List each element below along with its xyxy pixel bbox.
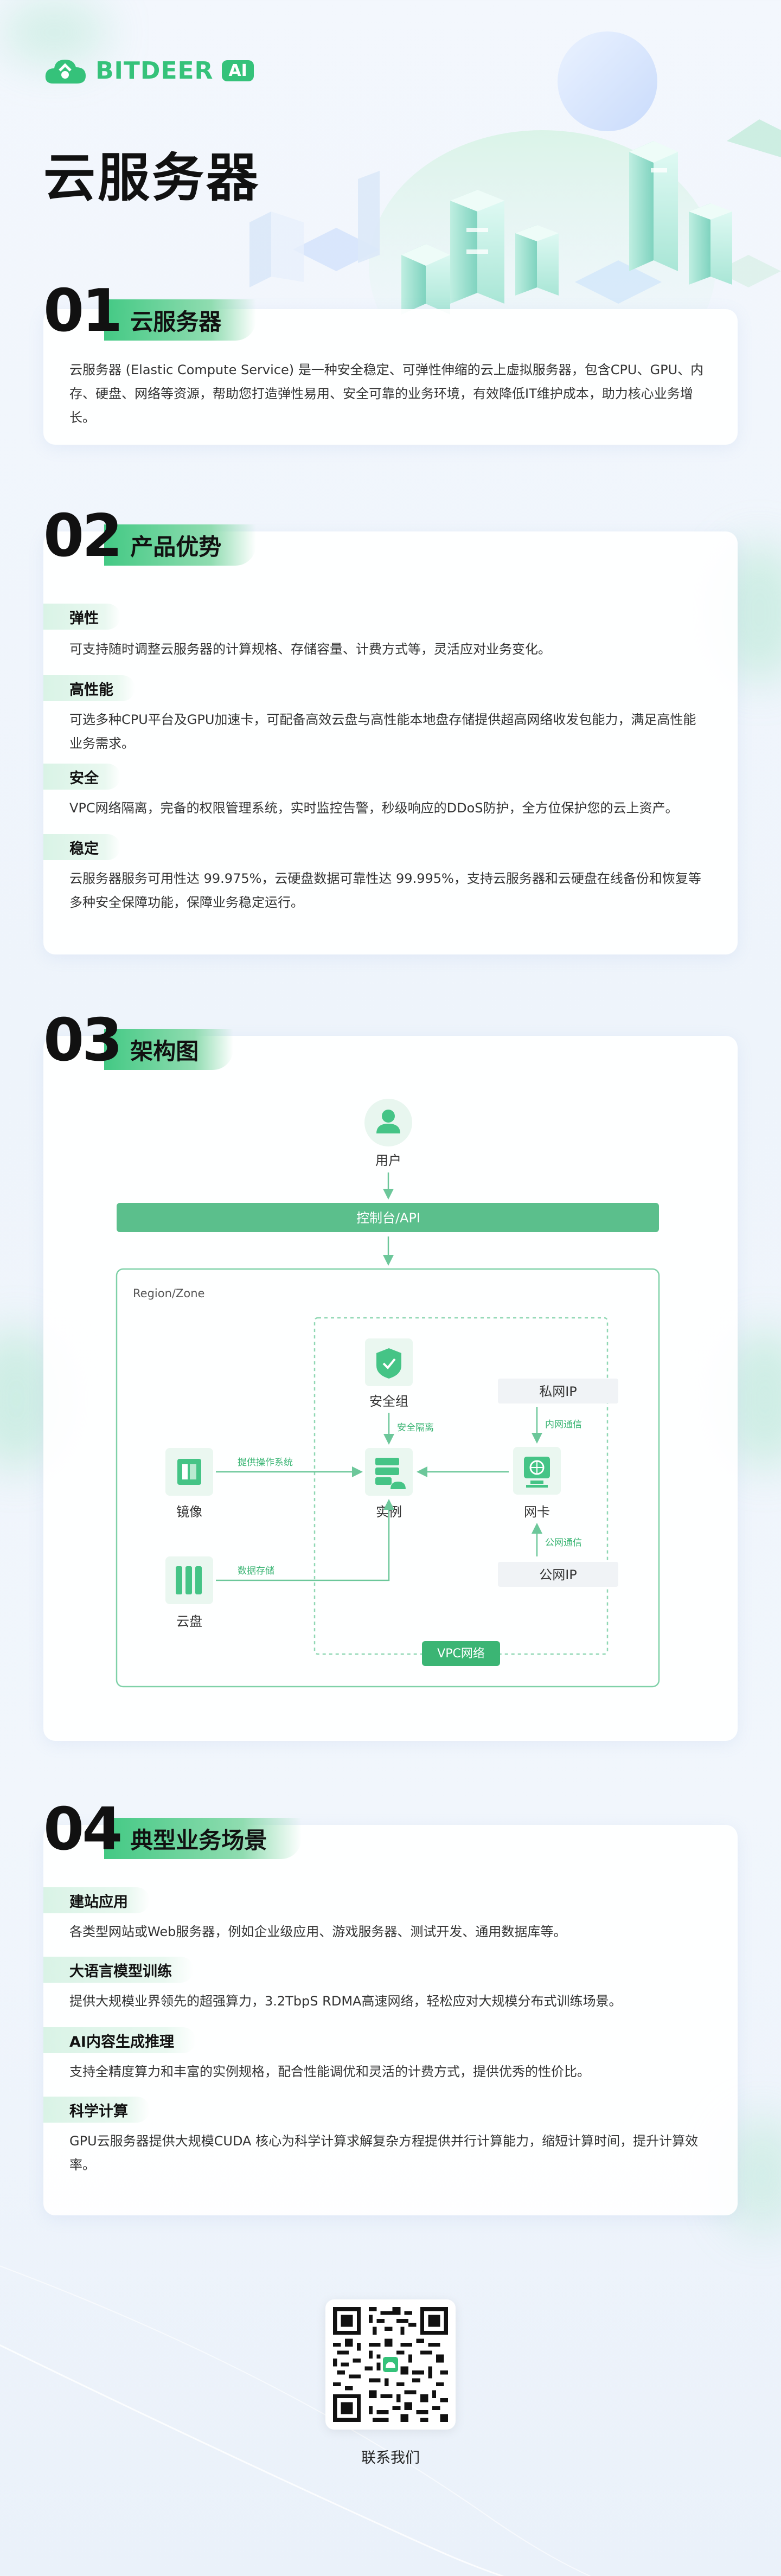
provide-os-label: 提供操作系统 [238, 1457, 293, 1468]
console-api-bar[interactable] [117, 1203, 659, 1232]
security-isolation-label: 安全隔离 [397, 1422, 434, 1433]
advantage-label: 弹性 [43, 604, 120, 630]
scenario-text: 支持全精度算力和丰富的实例规格，配合性能调优和灵活的计费方式，提供优秀的性价比。 [69, 2064, 590, 2079]
nic-label: 网卡 [524, 1504, 550, 1520]
card-architecture [43, 1036, 738, 1741]
public-ip-box [498, 1562, 618, 1587]
scenario-text: 提供大规模业界领先的超强算力，3.2TbpS RDMA高速网络，轻松应对大规模分… [69, 1994, 622, 2009]
data-storage-label: 数据存储 [238, 1566, 274, 1577]
scenario-text: GPU云服务器提供大规模CUDA 核心为科学计算求解复杂方程提供并行计算能力，缩… [69, 2133, 699, 2173]
security-group-label: 安全组 [369, 1394, 408, 1409]
section-header-04: 04 典型业务场景 [43, 1800, 302, 1859]
advantage-text: 可选多种CPU平台及GPU加速卡，可配备高效云盘与高性能本地盘存储提供超高网络收… [69, 712, 696, 751]
user-icon [376, 1110, 400, 1133]
advantage-text: VPC网络隔离，完备的权限管理系统，实时监控告警，秒级响应的DDoS防护，全方位… [69, 800, 678, 816]
network-card-icon [524, 1457, 550, 1488]
section-title-tag: 架构图 [104, 1029, 234, 1070]
brand-logo[interactable]: BITDEER AI [43, 54, 254, 87]
section-number: 03 [43, 1007, 123, 1074]
advantage-text: 可支持随时调整云服务器的计算规格、存储容量、计费方式等，灵活应对业务变化。 [69, 642, 551, 657]
footer-waves [0, 2265, 592, 2576]
region-zone-box [116, 1268, 660, 1688]
scenario-label: AI内容生成推理 [43, 2027, 196, 2053]
shield-icon [376, 1348, 401, 1379]
card-scenarios [43, 1825, 738, 2215]
section-title: 云服务器 [130, 308, 222, 335]
advantage-text: 云服务器服务可用性达 99.975%，云硬盘数据可靠性达 99.995%，支持云… [69, 871, 701, 910]
image-label: 镜像 [176, 1504, 202, 1520]
advantage-label: 安全 [43, 764, 120, 790]
disk-icon [176, 1566, 202, 1594]
user-label: 用户 [375, 1153, 401, 1168]
disk-label: 云盘 [176, 1614, 202, 1629]
contact-us-label: 联系我们 [361, 2450, 420, 2466]
brand-name: BITDEER [95, 56, 214, 85]
cloud-deer-icon [45, 60, 86, 84]
scenario-label: 大语言模型训练 [43, 1957, 194, 1983]
section-title: 架构图 [130, 1037, 199, 1065]
vpc-box [313, 1317, 609, 1655]
scenario-text: 各类型网站或Web服务器，例如企业级应用、游戏服务器、测试开发、通用数据库等。 [69, 1924, 567, 1939]
section-title: 产品优势 [130, 533, 222, 560]
hero-illustration [249, 31, 781, 325]
section-title: 典型业务场景 [130, 1827, 267, 1854]
section-number: 02 [43, 502, 123, 570]
vpc-label: VPC网络 [437, 1647, 485, 1661]
scenario-label: 科学计算 [43, 2097, 150, 2123]
brand-badge: AI [222, 60, 254, 81]
console-api-label: 控制台/API [356, 1210, 420, 1226]
qr-code-icon [333, 2307, 448, 2422]
qr-code[interactable] [325, 2299, 456, 2430]
section-title-tag: 典型业务场景 [104, 1818, 302, 1859]
page-title: 云服务器 [43, 148, 260, 208]
section-title-tag: 云服务器 [104, 299, 257, 341]
private-ip-label: 私网IP [539, 1384, 577, 1399]
section-number: 01 [43, 277, 123, 345]
intranet-label: 内网通信 [545, 1419, 582, 1430]
section-header-01: 01 云服务器 [43, 277, 257, 345]
vpc-tag [422, 1641, 500, 1666]
server-icon [375, 1458, 406, 1489]
public-comm-label: 公网通信 [545, 1537, 582, 1548]
advantage-label: 高性能 [43, 675, 135, 701]
private-ip-box [498, 1379, 618, 1404]
architecture-diagram: 用户 控制台/API Region/Zone 安全组 安全隔离 实例 [116, 1099, 660, 1688]
advantage-label: 稳定 [43, 834, 120, 860]
section-title-tag: 产品优势 [104, 524, 257, 566]
public-ip-label: 公网IP [539, 1567, 577, 1582]
region-zone-label: Region/Zone [133, 1287, 204, 1300]
section-header-02: 02 产品优势 [43, 502, 257, 570]
overview-text: 云服务器 (Elastic Compute Service) 是一种安全稳定、可… [69, 362, 704, 425]
section-header-03: 03 架构图 [43, 1007, 234, 1074]
scenario-label: 建站应用 [43, 1887, 150, 1913]
card-advantages [43, 531, 738, 954]
section-number: 04 [43, 1796, 123, 1863]
image-icon [177, 1459, 201, 1485]
